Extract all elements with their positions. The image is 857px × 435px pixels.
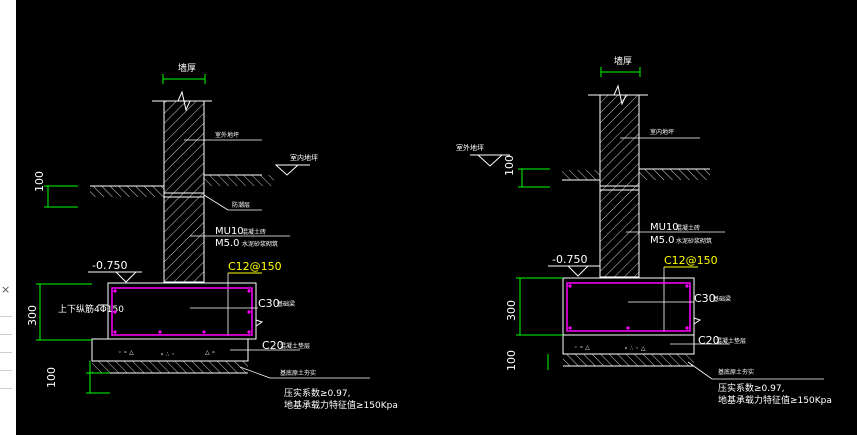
- dim-bottom: 100: [45, 367, 58, 388]
- wall-spec-1: MU10: [215, 226, 244, 237]
- dim-top: 100: [33, 171, 46, 192]
- dim-beam: 300: [505, 300, 518, 321]
- svg-text:∘ ∴ ◦ △: ∘ ∴ ◦ △: [624, 345, 646, 352]
- panel-tab[interactable]: [0, 336, 12, 353]
- side-panel-strip: ×: [0, 0, 16, 435]
- wall-spec-1-note: 混凝土砖: [242, 228, 266, 236]
- elevation-label: -0.750: [92, 259, 127, 272]
- beam-concrete: C30: [258, 297, 280, 310]
- foundation-detail-2: 墙厚 室外地坪 室内地坪 MU10 混凝土砖 M5.0 水泥砂浆砌筑 -0.75…: [456, 55, 832, 406]
- beam-concrete-note: 基础梁: [277, 300, 295, 308]
- wall-spec-2: M5.0: [215, 238, 240, 249]
- pad-concrete: C20: [262, 339, 284, 352]
- soil-note-2: 压实系数≥0.97,: [718, 382, 784, 394]
- rebar-cage: [111, 287, 253, 336]
- rebar-dots: [113, 289, 251, 334]
- panel-tab[interactable]: [0, 300, 12, 317]
- close-icon[interactable]: ×: [1, 283, 11, 296]
- dimension-lines: [36, 185, 110, 394]
- soil-note-1: 基底原土夯实: [280, 369, 316, 377]
- wall-thickness-label: 墙厚: [614, 55, 632, 67]
- pad-concrete-note: 混凝土垫层: [716, 337, 746, 345]
- panel-tab[interactable]: [0, 372, 12, 389]
- dim-bottom: 100: [505, 350, 518, 371]
- wall-thickness-dimension: [162, 74, 206, 84]
- soil-note-1: 基底原土夯实: [718, 368, 754, 376]
- beam-concrete: C30: [694, 292, 716, 305]
- soil-note-2: 压实系数≥0.97,: [284, 387, 350, 399]
- rebar-label: C12@150: [664, 254, 718, 267]
- dim-top: 100: [503, 155, 516, 176]
- svg-text:△ ∘: △ ∘: [205, 349, 215, 356]
- wall-thickness-dimension: [600, 67, 641, 77]
- reinf-bar-label: 上下纵筋4Φ150: [58, 303, 124, 315]
- svg-text:◦ ∘ △: ◦ ∘ △: [118, 349, 134, 356]
- exterior-ground-hatch: [90, 186, 164, 197]
- exterior-grade-label: 室外地坪: [456, 143, 484, 152]
- foundation-detail-1: 墙厚 室内地坪 室外地坪 防潮层 MU10 混凝土砖 M5.0 水泥砂浆砌筑 -…: [26, 62, 398, 411]
- exterior-grade-label: 室外地坪: [215, 131, 239, 139]
- wall-spec-1: MU10: [650, 222, 679, 233]
- wall-spec-2-note: 水泥砂浆砌筑: [676, 237, 712, 245]
- foundation-beam: [107, 282, 257, 340]
- rebar-cage: [566, 282, 691, 332]
- panel-tab[interactable]: [0, 354, 12, 371]
- elevation-label: -0.750: [552, 253, 587, 266]
- interior-grade-label: 室内地坪: [290, 153, 318, 162]
- beam-concrete-note: 基础梁: [713, 295, 731, 303]
- soil-note-3: 地基承载力特征值≥150Kpa: [284, 399, 398, 411]
- pad-concrete: C20: [698, 334, 720, 347]
- interior-grade-label: 室内地坪: [650, 128, 674, 136]
- cad-drawing-canvas[interactable]: 墙厚 室内地坪 室外地坪 防潮层 MU10 混凝土砖 M5.0 水泥砂浆砌筑 -…: [16, 0, 857, 435]
- wall-spec-1-note: 混凝土砖: [676, 224, 700, 232]
- wall-spec-2-note: 水泥砂浆砌筑: [242, 240, 278, 248]
- brick-wall: [163, 100, 205, 283]
- wall-spec-2: M5.0: [650, 235, 675, 246]
- soil-note-3: 地基承载力特征值≥150Kpa: [718, 394, 832, 406]
- svg-text:◦ ∘ △: ◦ ∘ △: [574, 344, 590, 351]
- interior-ground-hatch: [204, 175, 274, 186]
- svg-text:∘ ∴ ◦: ∘ ∴ ◦: [160, 351, 175, 358]
- pad-concrete-note: 混凝土垫层: [280, 342, 310, 350]
- rebar-label: C12@150: [228, 260, 282, 273]
- panel-tab[interactable]: [0, 318, 12, 335]
- dpc-label: 防潮层: [232, 201, 250, 209]
- foundation-beam: [562, 277, 695, 336]
- dim-beam: 300: [26, 305, 39, 326]
- wall-thickness-label: 墙厚: [178, 62, 196, 74]
